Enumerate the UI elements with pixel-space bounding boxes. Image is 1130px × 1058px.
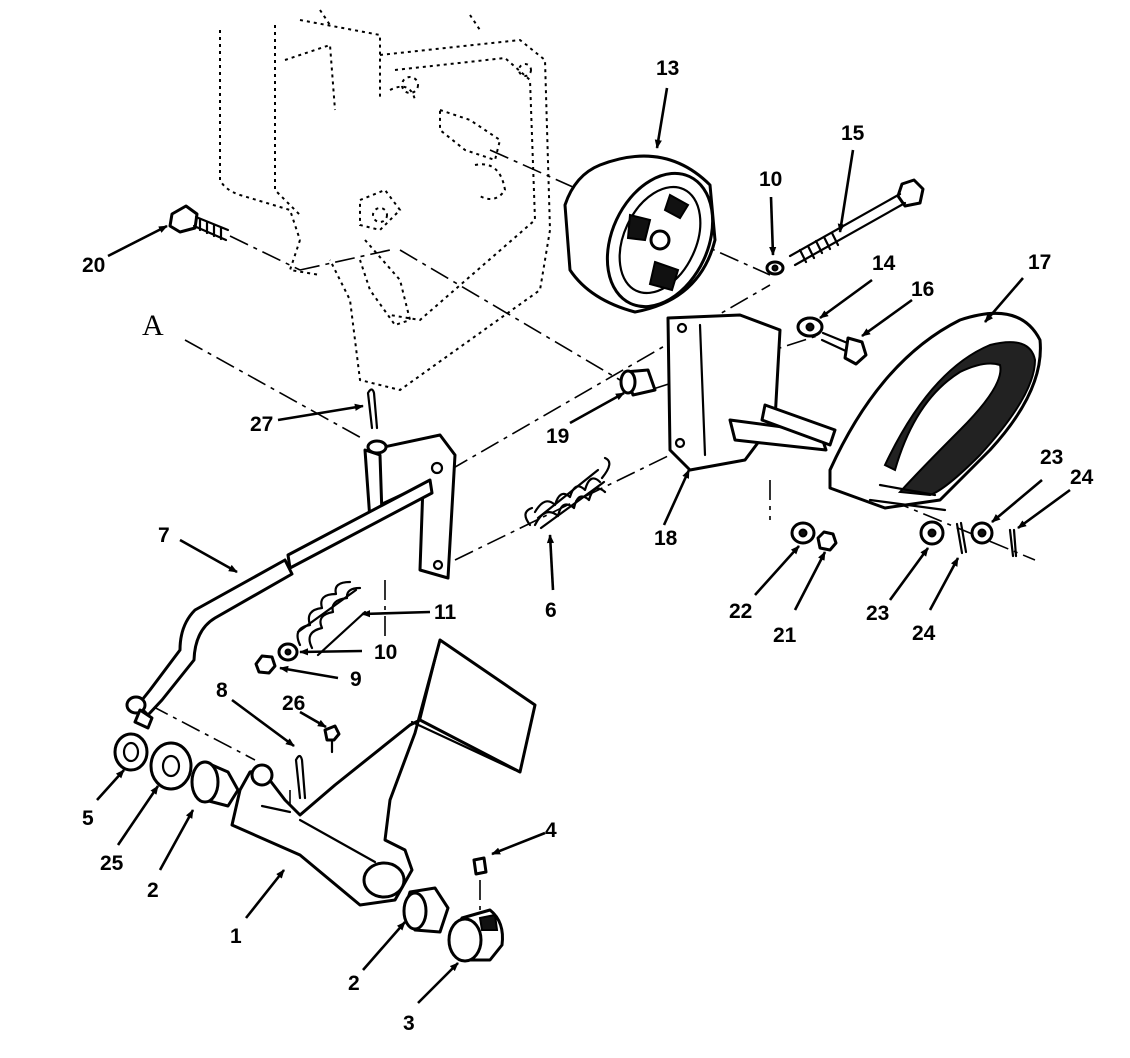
callout-16: 16: [911, 278, 934, 301]
callout-18: 18: [654, 527, 678, 550]
bushing-5: [113, 732, 149, 772]
view-label-a: A: [142, 309, 164, 342]
pin-8: [294, 754, 307, 800]
callout-6: 6: [545, 599, 557, 622]
brake-band-17: [828, 311, 1042, 512]
callout-15: 15: [841, 122, 865, 145]
callout-25: 25: [100, 852, 124, 875]
bushing-2-upper: [190, 760, 240, 808]
leader-arrows: [96, 87, 1071, 1004]
washer-10-lower: [277, 642, 299, 662]
nut-21: [816, 530, 838, 552]
bracket-18: [666, 313, 837, 472]
bolt-15: [788, 178, 925, 267]
cotter-pin-24-upper: [1008, 528, 1018, 558]
callout-21: 21: [773, 624, 797, 647]
callout-2-upper: 2: [147, 879, 159, 902]
callout-14: 14: [872, 252, 896, 275]
arm-bracket: [363, 433, 457, 580]
callout-24-lower: 24: [912, 622, 936, 645]
washer-23-lower: [919, 520, 945, 546]
bolt-20: [168, 204, 230, 242]
washer-22: [790, 521, 816, 545]
hub-3: [447, 908, 504, 963]
washer-23-upper: [970, 521, 994, 545]
callout-23-lower: 23: [866, 602, 889, 625]
callout-13: 13: [656, 57, 679, 80]
callout-10-upper: 10: [759, 168, 782, 191]
callout-7: 7: [158, 524, 170, 547]
bushing-2-lower: [402, 886, 450, 934]
callout-20: 20: [82, 254, 105, 277]
callout-8: 8: [216, 679, 228, 702]
set-screw-4: [472, 856, 488, 876]
washer-25: [149, 741, 193, 791]
callout-5: 5: [82, 807, 94, 830]
fitting-26: [323, 724, 341, 754]
callout-19: 19: [546, 425, 569, 448]
spring-11: [296, 580, 367, 657]
callout-23-upper: 23: [1040, 446, 1063, 469]
callout-2-lower: 2: [348, 972, 360, 995]
washer-14: [796, 316, 824, 338]
nut-9: [254, 654, 277, 675]
callout-27: 27: [250, 413, 273, 436]
engine-frame-ghost-outline: [219, 9, 552, 392]
bushing-19: [619, 368, 657, 397]
callout-9: 9: [350, 668, 362, 691]
callout-3: 3: [403, 1012, 415, 1035]
spring-6: [524, 456, 611, 530]
callout-11: 11: [434, 601, 457, 624]
washer-10-upper: [765, 260, 785, 276]
callout-22: 22: [729, 600, 752, 623]
callout-4: 4: [545, 819, 557, 842]
rod-7: [125, 478, 434, 730]
bolt-16: [820, 331, 868, 366]
callout-10-lower: 10: [374, 641, 397, 664]
callout-1: 1: [230, 925, 242, 948]
callout-26: 26: [282, 692, 305, 715]
pedal-arm-1: [230, 638, 537, 907]
pulley-13: [563, 154, 717, 314]
callout-17: 17: [1028, 251, 1051, 274]
callout-24-upper: 24: [1070, 466, 1094, 489]
cotter-pin-27: [366, 388, 379, 430]
cotter-pin-24-lower: [955, 521, 968, 555]
